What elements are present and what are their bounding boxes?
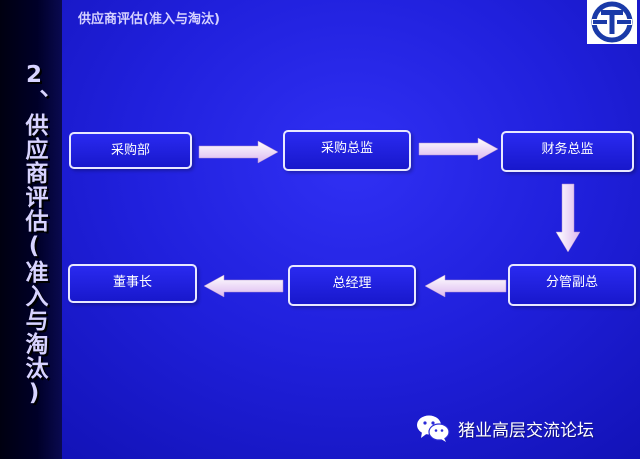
box-label: 分管副总 [545,275,598,290]
company-logo-icon [587,0,637,44]
box-purchasing-dept: 采购部 [69,132,192,169]
box-deputy-gm: 分管副总 [508,264,636,306]
arrow-right-1 [198,140,279,164]
arrow-right-2 [418,137,499,161]
side-band [0,0,62,459]
box-label: 财务总监 [541,142,594,157]
arrow-left-1 [424,274,507,298]
box-label: 采购总监 [320,141,373,156]
arrow-left-2 [203,274,284,298]
box-purchasing-director: 采购总监 [283,130,411,171]
box-chairman: 董事长 [68,264,197,303]
watermark-text: 猪业高层交流论坛 [458,420,594,441]
box-label: 总经理 [332,276,372,291]
box-finance-director: 财务总监 [501,131,634,172]
side-title: 2、供应商评估(准入与淘汰) [21,62,47,407]
box-general-manager: 总经理 [288,265,416,306]
wechat-icon [417,415,450,442]
box-label: 董事长 [112,275,152,290]
watermark: 猪业高层交流论坛 [416,413,594,443]
box-label: 采购部 [110,143,150,158]
top-title: 供应商评估(准入与淘汰) [78,12,220,27]
arrow-down [555,183,581,253]
